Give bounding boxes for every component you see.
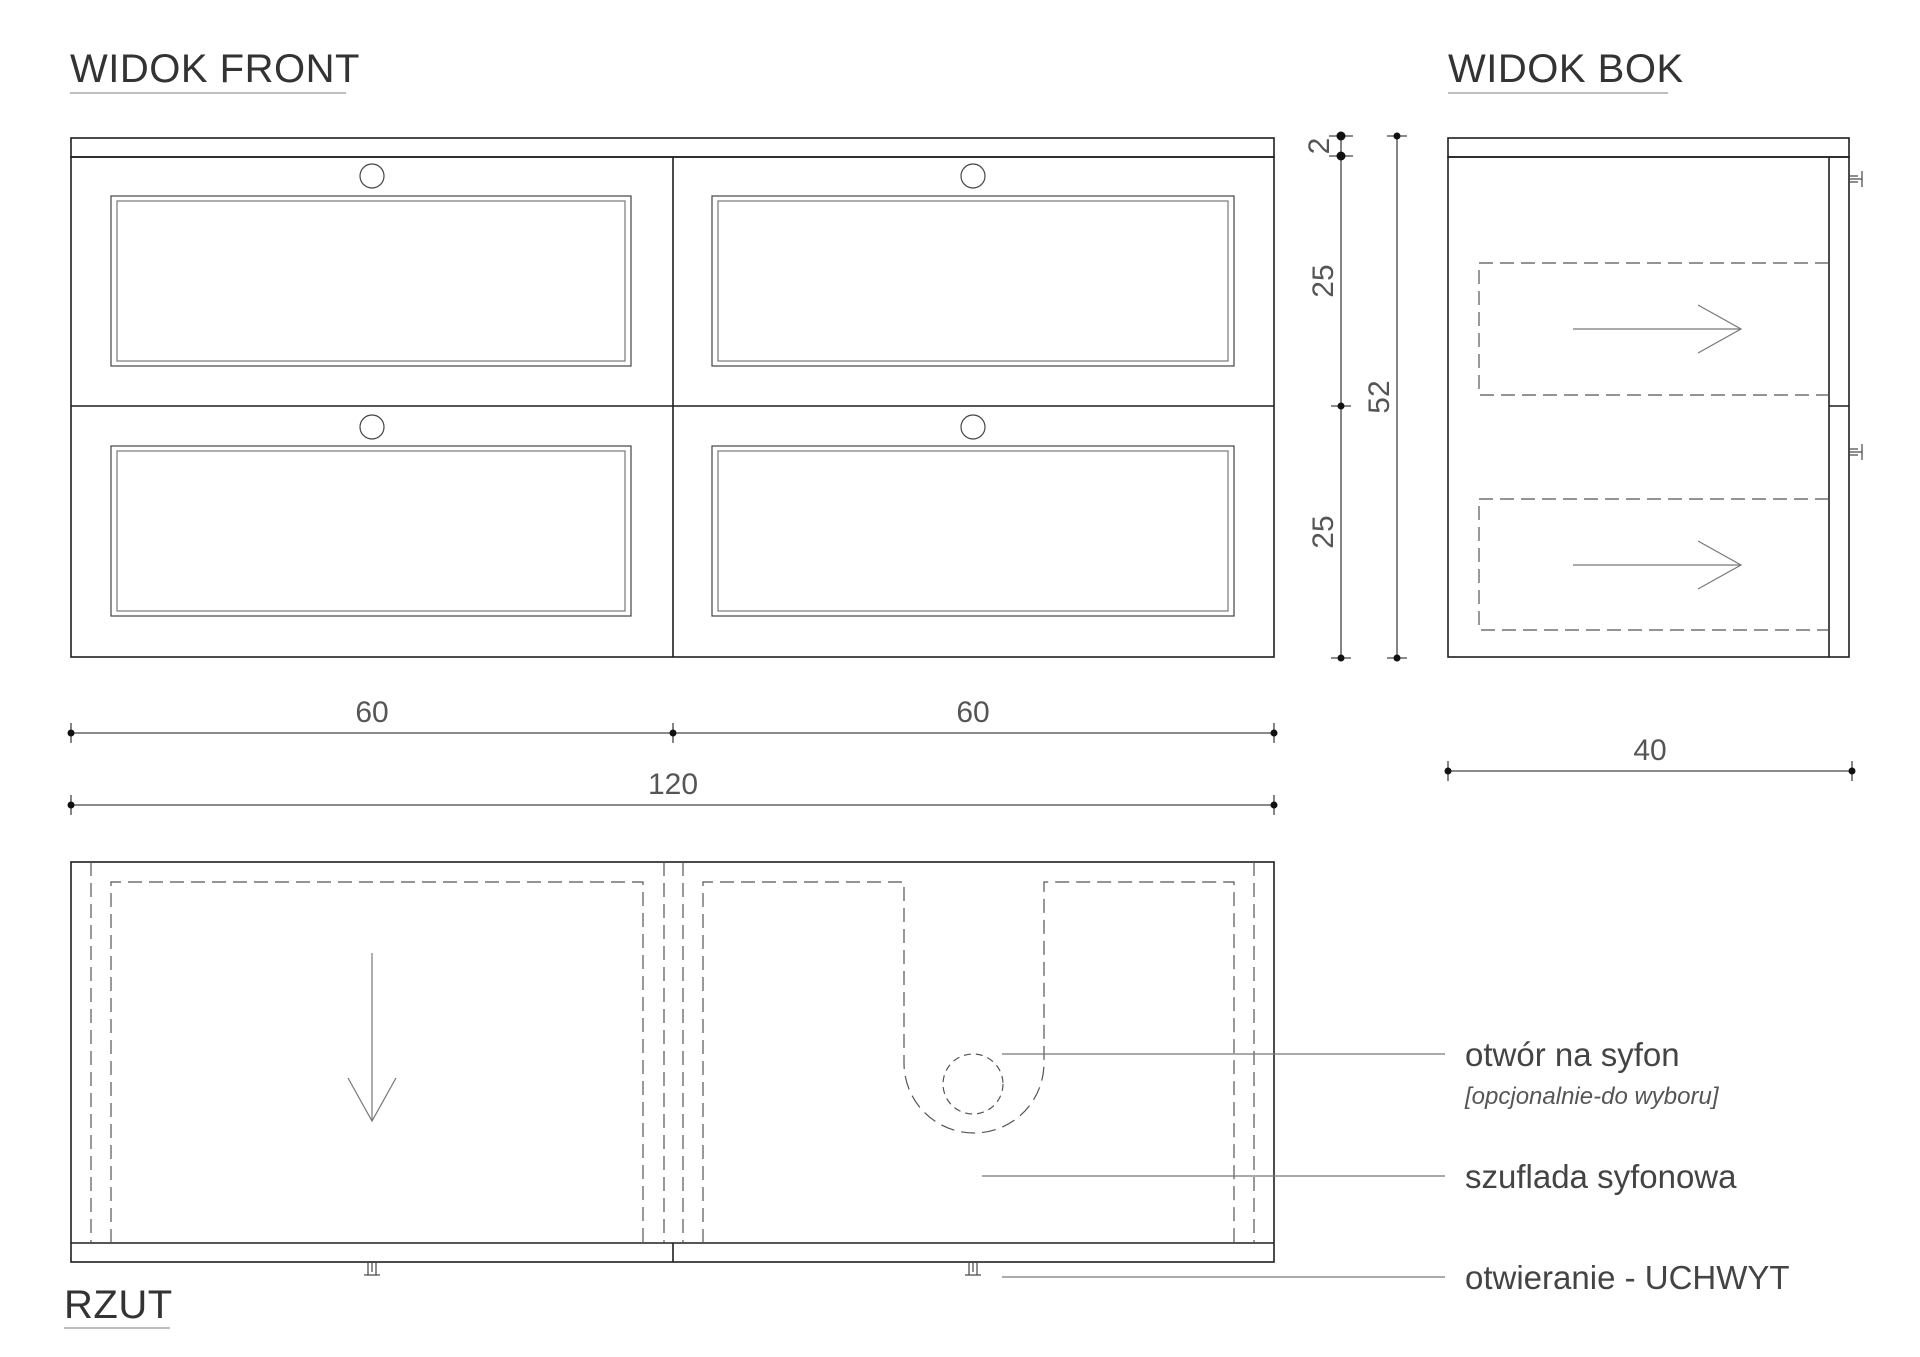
side-countertop [1447,137,1850,158]
plan-siphon-drawer-outline [702,881,1235,1243]
drawer-knob-icon [359,414,385,440]
callout-siphon-hole-note: [opcjonalnie-do wyboru] [1464,1083,1720,1110]
side-handle-top-icon [1849,171,1863,187]
dim-width-left: 60 [355,696,388,729]
dim-top-thickness: 2 [1303,138,1336,155]
callouts: otwór na syfon [opcjonalnie-do wyboru] s… [982,1036,1790,1296]
plan-handle-left-icon [364,1262,380,1276]
drawer-front-top-right [711,163,1235,367]
plan-view [70,861,1275,1276]
pull-direction-arrow-icon [1573,540,1743,590]
siphon-hole-icon [942,1053,1004,1115]
horizontal-dimensions: 60 60 120 [67,696,1278,815]
dim-width-right: 60 [956,696,989,729]
plan-outline [70,861,1275,1263]
pull-direction-arrow-icon [1573,304,1743,354]
front-view [70,137,1275,658]
drawer-knob-icon [359,163,385,189]
callout-siphon-drawer: szuflada syfonowa [1465,1158,1737,1195]
drawer-front-bottom-left [110,414,632,617]
plan-left-drawer-outline [110,881,644,1243]
drawer-knob-icon [960,163,986,189]
plan-view-title: RZUT [64,1283,173,1327]
side-body [1447,156,1850,658]
dim-depth: 40 [1633,734,1666,767]
side-view: 40 [1444,137,1863,781]
side-drawer-bottom-outline [1478,498,1829,631]
drawer-front-top-left [110,163,632,367]
side-handle-bottom-icon [1849,444,1863,460]
side-drawer-top-outline [1478,262,1829,396]
plan-handle-right-icon [965,1262,981,1276]
callout-opening: otwieranie - UCHWYT [1465,1259,1790,1296]
drawer-front-bottom-right [711,414,1235,617]
plan-pull-direction-arrow-icon [347,953,397,1123]
countertop [70,137,1275,158]
dim-drawer-lower: 25 [1307,515,1340,548]
callout-siphon-hole: otwór na syfon [1465,1036,1680,1073]
vertical-dimensions: 2 25 25 52 [1303,131,1407,662]
dim-drawer-upper: 25 [1307,264,1340,297]
drawer-knob-icon [960,414,986,440]
front-view-title: WIDOK FRONT [70,47,360,91]
side-view-title: WIDOK BOK [1448,47,1684,91]
dim-total-height: 52 [1363,380,1396,413]
dim-total-width: 120 [648,768,698,801]
